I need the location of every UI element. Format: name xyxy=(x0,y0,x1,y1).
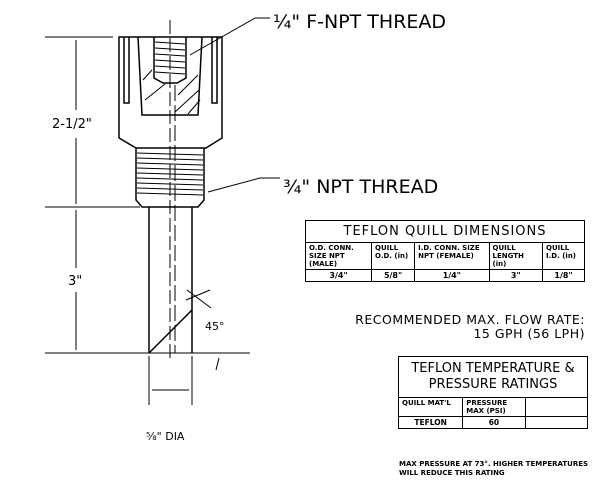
flow-rate-label: RECOMMENDED MAX. FLOW RATE: xyxy=(355,312,585,327)
value-cell: 1/4" xyxy=(414,269,490,282)
value-cell: TEFLON xyxy=(397,416,464,429)
table-row: TEFLON 60 xyxy=(397,416,589,429)
dim-upper-height: 2-1/2" xyxy=(52,117,92,132)
dim-lower-height: 3" xyxy=(68,274,82,289)
header-cell: O.D. CONN. SIZE NPT (MALE) xyxy=(304,242,373,270)
table-header-row: QUILL MAT'L PRESSURE MAX (PSI) xyxy=(397,397,589,417)
quill-dimensions-table: TEFLON QUILL DIMENSIONS O.D. CONN. SIZE … xyxy=(304,220,585,282)
ratings-note: MAX PRESSURE AT 73°. HIGHER TEMPERATURES… xyxy=(399,460,589,477)
fitting-body xyxy=(118,20,223,360)
flow-rate-value: 15 GPH (56 LPH) xyxy=(473,326,585,341)
header-cell: I.D. CONN. SIZE NPT (FEMALE) xyxy=(414,242,490,270)
header-cell: PRESSURE MAX (PSI) xyxy=(462,397,526,417)
header-cell: QUILL LENGTH (in) xyxy=(488,242,544,270)
dim-diameter: ⅝" DIA xyxy=(146,430,185,443)
leader-mid xyxy=(207,177,261,193)
leader-top xyxy=(189,17,256,56)
table-row: 3/4" 5/8" 1/4" 3" 1/8" xyxy=(304,269,585,282)
value-cell xyxy=(524,416,589,429)
header-cell xyxy=(524,397,589,417)
dim-angle: 45° xyxy=(205,320,225,333)
callout-top: ¼" F-NPT THREAD xyxy=(273,11,446,33)
header-cell: QUILL MAT'L xyxy=(397,397,464,417)
dimension-lines xyxy=(45,36,250,405)
value-cell: 1/8" xyxy=(542,269,585,282)
value-cell: 3/4" xyxy=(304,269,373,282)
table-header-row: O.D. CONN. SIZE NPT (MALE) QUILL O.D. (i… xyxy=(304,242,585,270)
table-title: TEFLON QUILL DIMENSIONS xyxy=(305,220,585,243)
callout-mid: ¾" NPT THREAD xyxy=(283,176,438,198)
value-cell: 5/8" xyxy=(371,269,416,282)
flow-rate: RECOMMENDED MAX. FLOW RATE: 15 GPH (56 L… xyxy=(330,313,585,341)
table-title: TEFLON TEMPERATURE & PRESSURE RATINGS xyxy=(398,356,588,398)
header-cell: QUILL I.D. (in) xyxy=(542,242,585,270)
value-cell: 3" xyxy=(488,269,544,282)
header-cell: QUILL O.D. (in) xyxy=(371,242,416,270)
value-cell: 60 xyxy=(462,416,526,429)
ratings-table: TEFLON TEMPERATURE & PRESSURE RATINGS QU… xyxy=(397,356,589,429)
